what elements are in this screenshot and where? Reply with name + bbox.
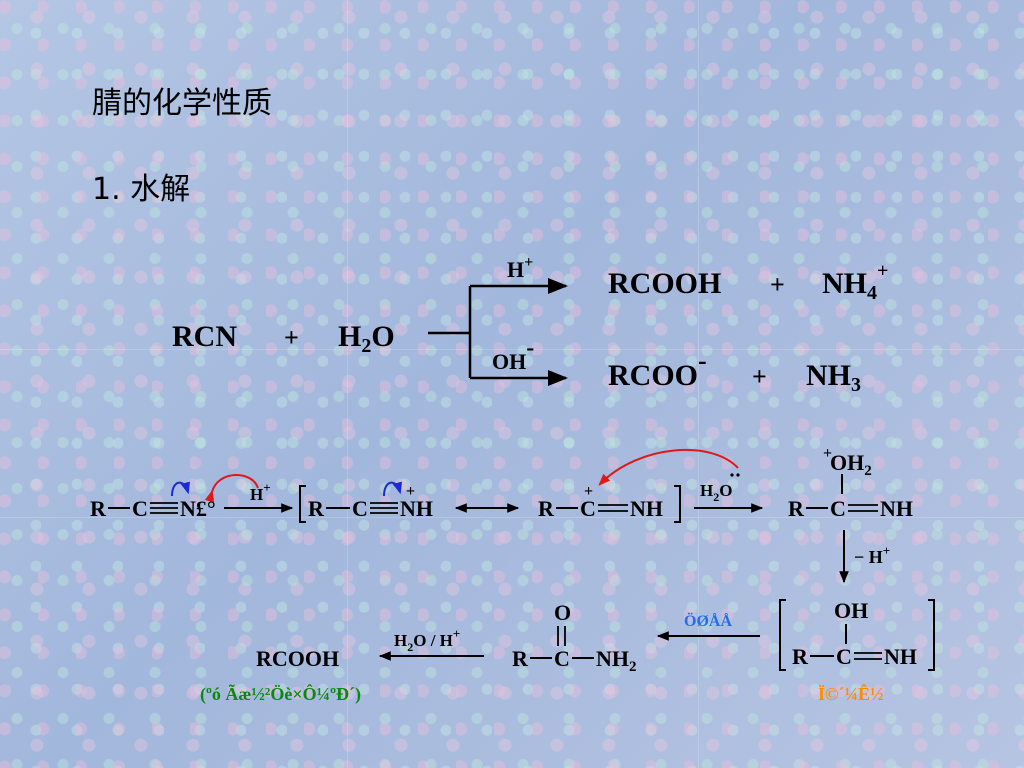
positive-charge: + <box>406 483 415 500</box>
hydrolysis-condition: H2O / H+ <box>394 626 460 654</box>
page-title: 腈的化学性质 <box>92 86 272 121</box>
double-bond <box>598 504 628 512</box>
rearrangement-label: ÖØÅÅ <box>684 612 732 630</box>
atom-r: R <box>538 496 555 521</box>
deprotonation-step: − H+ <box>839 530 890 584</box>
plus-sign: + <box>284 323 299 352</box>
atom-c: C <box>352 496 368 521</box>
atom-n: N£° <box>180 496 216 521</box>
plus-sign: + <box>752 362 767 391</box>
atom-r: R <box>308 496 325 521</box>
atom-nh: NH <box>400 496 433 521</box>
hydroxyl-group: OH <box>834 598 868 623</box>
atom-nh: NH <box>884 644 917 669</box>
atom-nh: NH <box>630 496 663 521</box>
double-bond <box>557 626 566 646</box>
product-rcooh: RCOOH <box>608 267 721 300</box>
atom-r: R <box>90 496 107 521</box>
reactant-rcn: RCN <box>172 320 237 353</box>
product-ammonium: NH4+ <box>822 260 888 304</box>
product-ammonia: NH3 <box>806 359 861 396</box>
proton-label: H+ <box>250 480 271 504</box>
positive-charge: + <box>823 445 832 462</box>
atom-c: C <box>132 496 148 521</box>
tautomer-label: Ï©´¼Ê½ <box>818 683 883 704</box>
product-carboxylate: RCOO- <box>608 346 707 392</box>
triple-bond <box>370 502 398 514</box>
atom-c: C <box>830 496 846 521</box>
mechanism-row-1: R C N£° H+ R C NH + R C + <box>90 445 913 523</box>
right-bracket <box>928 599 935 671</box>
atom-nh: NH <box>880 496 913 521</box>
carbonyl-oxygen: O <box>554 600 571 625</box>
plus-sign: + <box>770 270 785 299</box>
curved-arrow-red <box>204 474 259 503</box>
atom-c: C <box>580 496 596 521</box>
right-bracket <box>674 485 681 523</box>
curved-arrow-blue <box>171 481 190 497</box>
mechanism-row-2: OH R C NH Ï©´¼Ê½ ÖØÅÅ O R C NH2 H2O / H+… <box>200 598 935 705</box>
oxonium-group: OH2 <box>830 450 872 479</box>
overall-reaction: RCN + H2O H+ OH- RCOOH + NH4+ RCOO- + NH… <box>172 254 888 396</box>
curved-arrow-blue <box>383 481 402 497</box>
rcooh-note: (ºó Ãæ½²Öè×Ô¼ºÐ´) <box>200 683 361 705</box>
atom-c: C <box>836 644 852 669</box>
atom-r: R <box>788 496 805 521</box>
water-label: H2O <box>700 481 732 504</box>
left-bracket <box>779 599 786 671</box>
reactant-water: H2O <box>338 320 395 357</box>
product-rcooh: RCOOH <box>256 646 339 671</box>
lone-pair-dot <box>730 473 734 477</box>
lone-pair-dot <box>736 473 740 477</box>
acid-condition: H+ <box>507 254 533 282</box>
curved-arrow-red <box>598 449 739 486</box>
section-label: 1. 水解 <box>92 172 191 207</box>
double-bond <box>848 504 878 512</box>
left-bracket <box>299 485 306 523</box>
triple-bond <box>150 502 178 514</box>
double-bond <box>854 652 882 660</box>
atom-r: R <box>512 646 529 671</box>
base-condition: OH- <box>492 335 534 374</box>
positive-charge: + <box>584 483 593 500</box>
atom-c: C <box>554 646 570 671</box>
minus-h-label: − H+ <box>854 543 890 567</box>
atom-r: R <box>792 644 809 669</box>
amino-group: NH2 <box>596 646 637 675</box>
